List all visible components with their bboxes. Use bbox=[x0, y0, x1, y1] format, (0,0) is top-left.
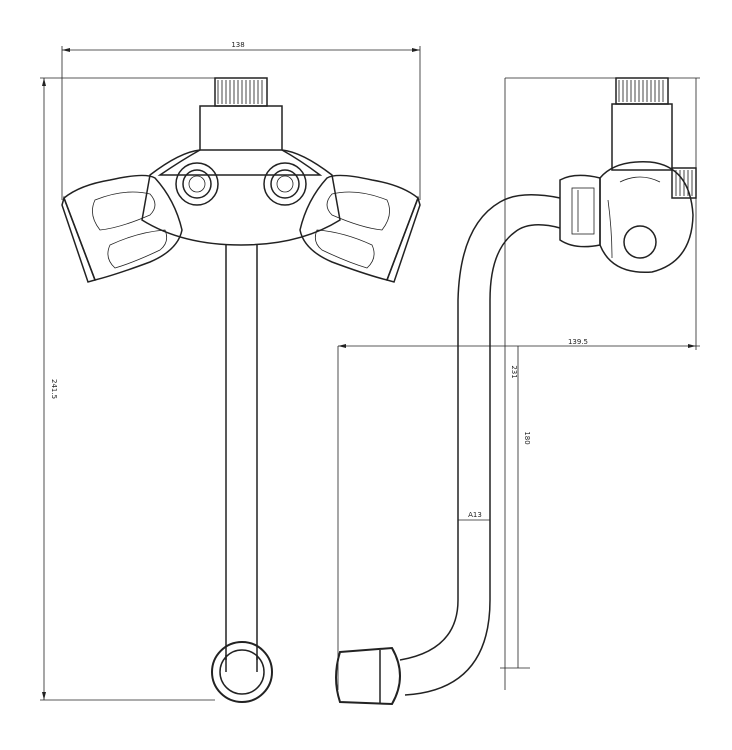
spout-tube-front bbox=[225, 245, 258, 660]
dimension-label-spout-diameter: A13 bbox=[468, 511, 482, 519]
front-view: 138 241.5 bbox=[40, 41, 421, 703]
handle-knob-side bbox=[599, 161, 694, 274]
dimension-top-side bbox=[505, 77, 700, 350]
side-view: 139.5 231 180 A13 bbox=[335, 77, 700, 706]
dimension-height-side: 231 bbox=[504, 78, 518, 690]
dimension-label-depth-side: 139.5 bbox=[568, 338, 588, 346]
spout-end-side bbox=[335, 646, 401, 706]
inlet-thread-front bbox=[214, 77, 268, 107]
spout-end-front bbox=[211, 641, 273, 703]
valve-body-front bbox=[141, 149, 341, 246]
handle-right bbox=[299, 174, 421, 283]
port-right bbox=[263, 162, 307, 206]
port-left bbox=[175, 162, 219, 206]
spout-coupling-side bbox=[559, 174, 601, 248]
dimension-label-height-front: 241.5 bbox=[50, 379, 58, 399]
dimension-spout-height: 180 bbox=[500, 346, 531, 669]
handle-left bbox=[61, 174, 183, 283]
body-neck-side bbox=[611, 103, 673, 171]
spout-curve-side bbox=[399, 194, 561, 696]
body-neck-front bbox=[157, 105, 323, 176]
dimension-height-front: 241.5 bbox=[40, 77, 215, 701]
dimension-depth-side: 139.5 bbox=[337, 338, 700, 690]
dimension-spout-diameter: A13 bbox=[457, 500, 491, 521]
dimension-width-front: 138 bbox=[61, 41, 421, 200]
dimension-label-width-front: 138 bbox=[231, 41, 244, 49]
dimension-label-height-side: 231 bbox=[510, 365, 518, 378]
dimension-label-spout-height: 180 bbox=[523, 431, 531, 444]
inlet-thread-side bbox=[615, 77, 669, 105]
